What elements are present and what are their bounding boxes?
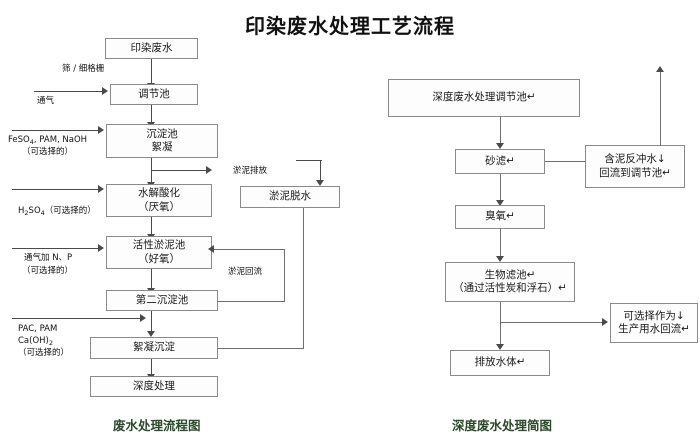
box-sedimentation-label-1: 沉淀池 bbox=[146, 127, 178, 140]
label-reagent4-line3: （可选择的） bbox=[18, 348, 70, 358]
connector-hydrolysis-to-as bbox=[151, 217, 152, 236]
box-secondary-sedimentation: 第二沉淀池 bbox=[106, 290, 218, 311]
connector-sec-to-coag bbox=[151, 311, 152, 335]
label-reagent3-line1: 通气加 N、P bbox=[24, 253, 73, 263]
label-reagent1-line2: （可选择的） bbox=[22, 147, 74, 157]
box-ozone: 臭氧↵ bbox=[455, 205, 545, 229]
box-sedimentation: 沉淀池 絮凝 bbox=[106, 124, 218, 158]
label-reagent2: H2SO4（可选择的） bbox=[18, 206, 96, 217]
caption-left: 废水处理流程图 bbox=[113, 418, 201, 433]
arrowhead-discharge-in bbox=[496, 344, 504, 350]
connector-reagent4 bbox=[12, 318, 142, 319]
connector-as-to-sec bbox=[151, 269, 152, 290]
box-sludge-dewatering-label: 淤泥脱水 bbox=[269, 190, 311, 203]
box-biofilter: 生物滤池↵ （通过活性炭和浮石）↵ bbox=[445, 262, 575, 302]
label-sludge-discharge: 淤泥排放 bbox=[233, 166, 268, 176]
box-coagulation: 絮凝沉淀 bbox=[90, 337, 218, 359]
arrowhead-aeration bbox=[102, 87, 108, 95]
box-equalization: 调节池 bbox=[110, 84, 198, 105]
box-hydrolysis-label-1: 水解酸化 bbox=[138, 187, 180, 200]
label-screen: 筛 / 细格栅 bbox=[62, 64, 105, 74]
arrowhead-sed-branch bbox=[206, 166, 212, 174]
box-reuse: 可选择作为↓ 生产用水回流↵ bbox=[610, 303, 698, 343]
box-sand-filter: 砂滤↵ bbox=[455, 149, 545, 174]
box-advanced-treatment: 深度处理 bbox=[90, 376, 218, 397]
box-discharge-label: 排放水体↵ bbox=[474, 356, 526, 369]
box-secondary-sedimentation-label: 第二沉淀池 bbox=[135, 293, 189, 306]
label-reagent1-line1: FeSO4, PAM, NaOH bbox=[8, 135, 88, 146]
label-reagent4-line1: PAC, PAM bbox=[18, 324, 58, 334]
box-biofilter-label-1: 生物滤池↵ bbox=[484, 268, 536, 281]
arrowhead-reagent4 bbox=[140, 314, 146, 322]
box-hydrolysis: 水解酸化 （厌氧） bbox=[106, 184, 212, 217]
box-biofilter-label-2: （通过活性炭和浮石）↵ bbox=[453, 282, 567, 294]
connector-dewater-riser bbox=[303, 194, 304, 349]
box-backwash-return-label-2: 回流到调节池↵ bbox=[599, 166, 671, 179]
box-sedimentation-label-2: 絮凝 bbox=[151, 141, 173, 153]
label-reagent4-line2: Ca(OH)2 bbox=[18, 336, 53, 347]
connector-sludge-discharge-down bbox=[320, 160, 321, 182]
connector-sludge-return-bottom bbox=[218, 301, 284, 302]
arrowhead-reagent1 bbox=[98, 126, 104, 134]
connector-coag-to-riser bbox=[218, 348, 304, 349]
arrowhead-sludge-discharge bbox=[316, 180, 324, 186]
box-advanced-treatment-label: 深度处理 bbox=[133, 379, 175, 392]
box-influent-label: 印染废水 bbox=[130, 41, 173, 54]
connector-sed-branch-right bbox=[151, 170, 208, 171]
arrowhead-reagent3 bbox=[98, 244, 104, 252]
connector-reagent2 bbox=[12, 189, 100, 190]
connector-sludge-return-riser bbox=[284, 249, 285, 302]
connector-sed-down bbox=[151, 158, 152, 184]
page-title: 印染废水处理工艺流程 bbox=[245, 14, 455, 38]
connector-biofilter-to-reuse bbox=[500, 322, 604, 323]
arrowhead-ozone-in bbox=[496, 200, 504, 206]
connector-sand-to-ozone bbox=[500, 174, 501, 201]
connector-sand-to-backwash bbox=[545, 161, 585, 162]
box-activated-sludge-label-1: 活性淤泥池 bbox=[132, 239, 186, 252]
box-adv-equalization: 深度废水处理调节池↵ bbox=[388, 79, 580, 117]
box-backwash-return-label-1: 含泥反冲水↓ bbox=[604, 153, 666, 166]
box-hydrolysis-label-2: （厌氧） bbox=[138, 200, 180, 213]
arrowhead-coag-in bbox=[147, 331, 155, 337]
label-reagent3-line2: （可选择的） bbox=[22, 266, 74, 276]
connector-coag-to-advanced bbox=[151, 359, 152, 376]
arrowhead-reagent2 bbox=[98, 185, 104, 193]
connector-biofilter-down bbox=[500, 302, 501, 346]
connector-reagent1 bbox=[12, 130, 100, 131]
connector-sludge-discharge-top bbox=[296, 160, 322, 161]
box-sludge-dewatering: 淤泥脱水 bbox=[240, 186, 340, 208]
box-influent: 印染废水 bbox=[105, 38, 198, 59]
arrowhead-sludge-return bbox=[208, 245, 214, 253]
arrowhead-sand-in bbox=[496, 143, 504, 149]
box-coagulation-label: 絮凝沉淀 bbox=[133, 341, 175, 354]
label-sludge-return: 淤泥回流 bbox=[228, 267, 263, 277]
box-equalization-label: 调节池 bbox=[138, 87, 170, 100]
box-sand-filter-label: 砂滤↵ bbox=[485, 154, 515, 167]
connector-adv-eq-to-sand bbox=[500, 117, 501, 144]
connector-reagent3 bbox=[12, 248, 100, 249]
connector-backwash-riser bbox=[660, 70, 661, 146]
box-reuse-label-2: 生产用水回流↵ bbox=[618, 323, 690, 335]
box-activated-sludge: 活性淤泥池 （好氧） bbox=[106, 236, 212, 269]
box-backwash-return: 含泥反冲水↓ 回流到调节池↵ bbox=[585, 145, 685, 188]
connector-equalization-to-sed bbox=[151, 105, 152, 124]
connector-sludge-return-top bbox=[213, 249, 285, 250]
connector-influent-to-equalization bbox=[151, 59, 152, 84]
label-aeration: 通气 bbox=[37, 96, 55, 106]
box-adv-equalization-label: 深度废水处理调节池↵ bbox=[432, 91, 536, 104]
box-ozone-label: 臭氧↵ bbox=[485, 210, 515, 223]
arrowhead-biofilter-in bbox=[496, 256, 504, 262]
caption-right: 深度废水处理简图 bbox=[452, 418, 553, 433]
box-discharge: 排放水体↵ bbox=[450, 350, 550, 376]
connector-ozone-to-biofilter bbox=[500, 229, 501, 258]
arrowhead-backwash-up bbox=[656, 66, 664, 72]
connector-aeration bbox=[34, 91, 104, 92]
box-reuse-label-1: 可选择作为↓ bbox=[623, 309, 685, 322]
box-activated-sludge-label-2: （好氧） bbox=[138, 252, 180, 265]
arrowhead-reuse-in bbox=[602, 318, 608, 326]
